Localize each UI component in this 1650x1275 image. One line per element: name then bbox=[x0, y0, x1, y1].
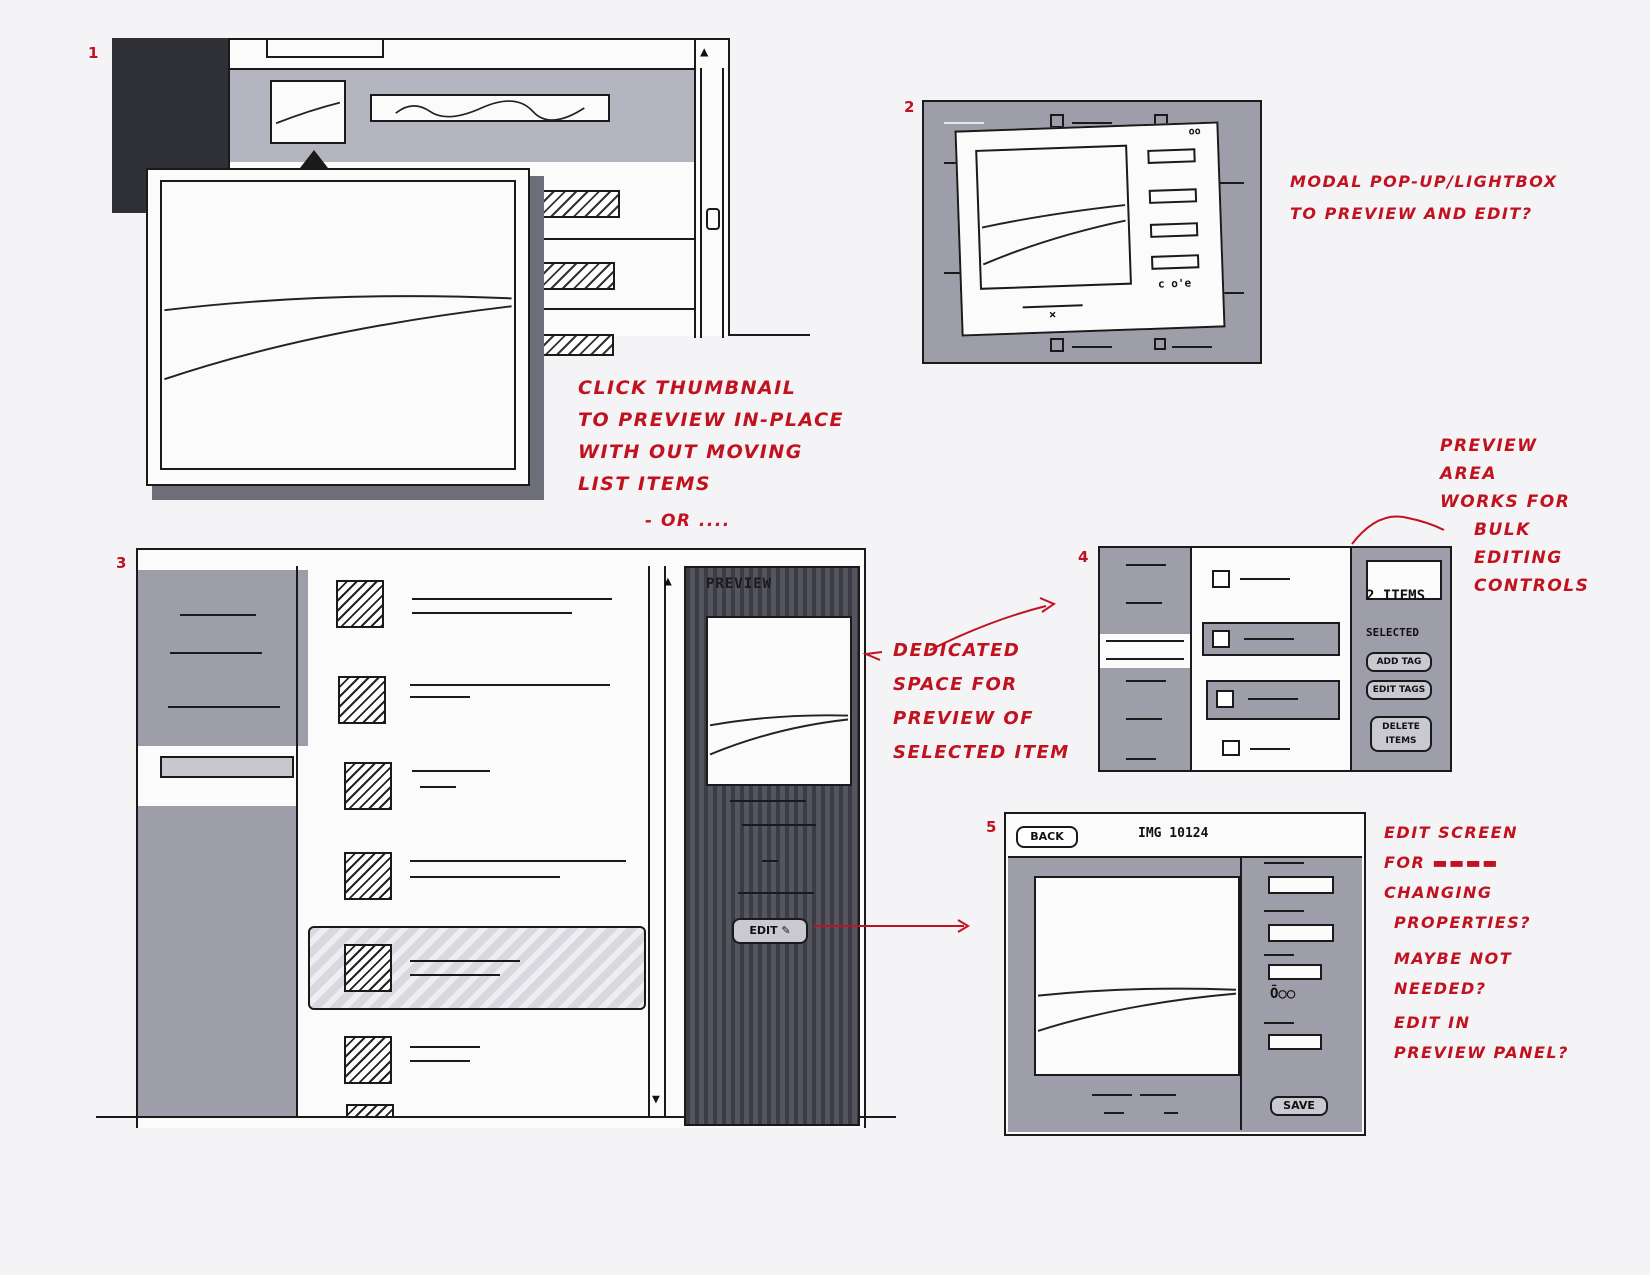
sketch4-sidebar-bottom bbox=[1100, 668, 1190, 770]
sketch1-scrollbar-track[interactable] bbox=[700, 68, 724, 338]
sketch3-row-thumbnail[interactable] bbox=[344, 944, 392, 992]
sketch1-scroll-up-arrow[interactable]: ▲ bbox=[700, 44, 709, 60]
sketch2-modal: oo c o'e × bbox=[954, 121, 1226, 337]
sketch2-edit-field[interactable] bbox=[1147, 148, 1196, 164]
sketch4-selected-label: SELECTED bbox=[1366, 626, 1419, 639]
sketch5-body: Ō○○ SAVE bbox=[1008, 856, 1362, 1132]
sketch3-scroll-down-arrow[interactable]: ▼ bbox=[652, 1092, 660, 1107]
sketch4-edit-tags-button[interactable]: EDIT TAGS bbox=[1366, 680, 1432, 700]
sketch-number-1: 1 bbox=[88, 44, 99, 62]
sketch4-selected-row[interactable] bbox=[1202, 622, 1340, 656]
sketch1-popover-pointer bbox=[300, 150, 328, 168]
sketch3-preview-image bbox=[706, 616, 852, 786]
sketch3-arrows bbox=[814, 597, 1057, 933]
sketch5-radio-options[interactable]: Ō○○ bbox=[1270, 986, 1296, 1002]
sketch4-window: 2 ITEMS SELECTED ADD TAG EDIT TAGS DELET… bbox=[1098, 546, 1452, 772]
sketch3-preview-panel: PREVIEW EDIT ✎ bbox=[684, 566, 860, 1126]
sketch2-edit-field[interactable] bbox=[1148, 188, 1198, 204]
sketch5-property-field[interactable] bbox=[1268, 924, 1334, 942]
sketch1-scroll-thumb[interactable] bbox=[706, 208, 720, 230]
sketch5-back-button[interactable]: BACK bbox=[1016, 826, 1078, 848]
sketch1-popover bbox=[146, 168, 530, 486]
sketch4-brace bbox=[1351, 515, 1445, 545]
sketch3-scroll-up-arrow[interactable]: ▲ bbox=[664, 574, 672, 589]
sketch3-row-thumbnail[interactable] bbox=[344, 852, 392, 900]
sketch4-row-thumbnail[interactable] bbox=[1212, 570, 1230, 588]
sketch2-controls-icon[interactable]: c o'e bbox=[1157, 276, 1192, 291]
sketch4-delete-items-button[interactable]: DELETE ITEMS bbox=[1370, 716, 1432, 752]
sketch4-preview-image bbox=[1366, 560, 1442, 600]
sketch3-bottom-edge bbox=[96, 1116, 896, 1118]
sketch4-add-tag-button[interactable]: ADD TAG bbox=[1366, 652, 1432, 672]
sketch1-bottom-edge bbox=[730, 334, 810, 336]
sketch-number-2: 2 bbox=[904, 98, 915, 116]
sketch3-scrollbar[interactable] bbox=[648, 566, 666, 1116]
sketch3-sidebar-bottom bbox=[138, 806, 296, 1116]
sketch2-close-icon[interactable]: oo bbox=[1188, 126, 1201, 138]
sketch5-save-button[interactable]: SAVE bbox=[1270, 1096, 1328, 1116]
sketch3-edit-button[interactable]: EDIT ✎ bbox=[732, 918, 808, 944]
sketch3-row-thumbnail[interactable] bbox=[344, 1036, 392, 1084]
sketch2-modal-image bbox=[975, 144, 1132, 290]
sketch5-property-field[interactable] bbox=[1268, 964, 1322, 980]
sketch1-thumbnail[interactable] bbox=[270, 80, 346, 144]
sketch3-row-thumbnail[interactable] bbox=[338, 676, 386, 724]
sketch1-scrollbar[interactable] bbox=[694, 40, 696, 338]
sketch5-property-field[interactable] bbox=[1268, 876, 1334, 894]
sketch1-list-row-bar bbox=[530, 190, 620, 218]
sketch4-row-thumbnail[interactable] bbox=[1222, 740, 1240, 756]
sketch2-pager-icon[interactable]: × bbox=[1048, 307, 1057, 322]
sketch4-bulk-panel: 2 ITEMS SELECTED ADD TAG EDIT TAGS DELET… bbox=[1350, 548, 1450, 770]
sketch-number-5: 5 bbox=[986, 818, 997, 836]
sketch1-row-title-bar bbox=[370, 94, 610, 122]
sketch5-property-field[interactable] bbox=[1268, 1034, 1322, 1050]
sketch2-edit-field[interactable] bbox=[1149, 222, 1199, 238]
sketch-number-3: 3 bbox=[116, 554, 127, 572]
sketch2-bottom-icon bbox=[1154, 338, 1166, 350]
sketch3-row-thumbnail[interactable] bbox=[346, 1104, 394, 1118]
sketch3-row-thumbnail[interactable] bbox=[344, 762, 392, 810]
sketch-number-4: 4 bbox=[1078, 548, 1089, 566]
sketch5-title: IMG 10124 bbox=[1138, 826, 1209, 841]
sketch3-sidebar-selected-item[interactable] bbox=[160, 756, 294, 778]
sketch1-or-text: - OR .... bbox=[645, 511, 731, 531]
sketch3-preview-header: PREVIEW bbox=[706, 576, 773, 592]
sketch4-items-count: 2 ITEMS bbox=[1366, 588, 1426, 604]
sketch2-bottom-icon bbox=[1050, 338, 1064, 352]
sketch4-selected-row[interactable] bbox=[1206, 680, 1340, 720]
sketch3-sidebar-top bbox=[138, 570, 308, 746]
sketch3-row-thumbnail[interactable] bbox=[336, 580, 384, 628]
sketch5-window: BACK IMG 10124 Ō○○ SAVE bbox=[1004, 812, 1366, 1136]
sketch1-topbar-tab bbox=[266, 38, 384, 58]
sketch4-sidebar-selected-item[interactable] bbox=[1106, 640, 1184, 660]
sketch2-edit-field[interactable] bbox=[1150, 254, 1200, 270]
sketch5-image bbox=[1034, 876, 1240, 1076]
sketch1-popover-image bbox=[160, 180, 516, 470]
sketch4-sidebar-top bbox=[1100, 548, 1190, 634]
